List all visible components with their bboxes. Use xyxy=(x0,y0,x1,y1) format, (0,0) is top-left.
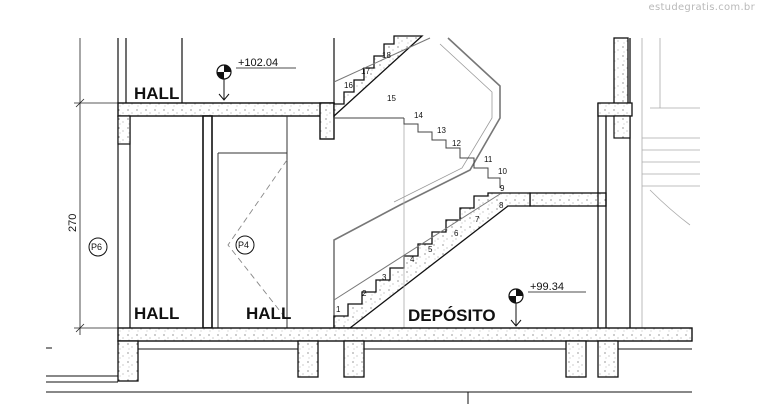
lower-stair-flight xyxy=(333,192,531,329)
handrail-lower xyxy=(333,193,501,301)
step-number: 3 xyxy=(382,273,387,282)
elevation-marker-upper xyxy=(216,64,296,101)
foundation-beam-1 xyxy=(297,340,319,378)
upper-stair-flight xyxy=(333,35,424,118)
intermediate-landing xyxy=(529,192,607,207)
room-label-hall-lower-left: HALL xyxy=(134,304,179,323)
upper-landing-steps xyxy=(403,118,501,188)
foundation-beam-3 xyxy=(565,340,587,378)
right-beam xyxy=(613,115,631,139)
left-wall xyxy=(117,38,183,328)
dimension-label-270: 270 xyxy=(67,214,79,232)
elevation-label-lower: +99.34 xyxy=(530,281,564,293)
handrail-upper xyxy=(333,37,431,83)
step-number: 16 xyxy=(344,81,353,90)
height-dimension xyxy=(74,38,120,335)
elevation-label-upper: +102.04 xyxy=(238,57,278,69)
pillar-tag-p4-circle xyxy=(235,235,255,255)
pillar-tag-p6: P6 xyxy=(91,242,102,252)
slab-beam xyxy=(319,102,335,140)
step-number: 14 xyxy=(414,111,423,120)
step-number: 15 xyxy=(387,94,396,103)
step-number: 17 xyxy=(361,67,370,76)
step-number: 11 xyxy=(484,155,493,164)
elevation-marker-lower xyxy=(508,288,586,327)
step-number: 7 xyxy=(475,215,480,224)
step-number: 13 xyxy=(437,126,446,135)
step-number: 1 xyxy=(336,305,341,314)
left-beam-stub xyxy=(117,115,131,145)
watermark-text: estudegratis.com.br xyxy=(648,2,755,13)
door-swing xyxy=(227,159,288,321)
stair-opening-outline xyxy=(333,37,501,328)
step-number: 8 xyxy=(499,201,504,210)
pillar-tag-p6-circle xyxy=(88,237,108,257)
right-slab xyxy=(597,102,633,117)
foundation-beam-2 xyxy=(343,340,365,378)
step-number: 9 xyxy=(500,184,505,193)
pillar-tag-p4: P4 xyxy=(238,240,249,250)
step-number: 12 xyxy=(452,139,461,148)
room-label-hall-lower-mid: HALL xyxy=(246,304,291,323)
foundation-left xyxy=(117,340,139,382)
room-label-hall-upper: HALL xyxy=(134,84,179,103)
foundation-beam-4 xyxy=(597,340,619,378)
ground-floor-slab xyxy=(117,327,693,342)
step-number: 6 xyxy=(454,229,459,238)
step-number: 4 xyxy=(410,255,415,264)
step-numbers: 1 2 3 4 5 6 7 8 9 10 11 12 13 14 15 16 1… xyxy=(336,51,507,314)
step-number: 2 xyxy=(362,289,367,298)
step-number: 5 xyxy=(428,245,433,254)
far-right-stair-detail xyxy=(641,38,700,328)
lower-slab-lines xyxy=(46,347,692,404)
room-label-deposito: DEPÓSITO xyxy=(408,306,496,325)
upper-floor-slab xyxy=(117,102,335,117)
stair-opening-outline-inner xyxy=(393,43,493,203)
right-wall xyxy=(597,37,631,328)
step-number: 18 xyxy=(382,51,391,60)
step-number: 10 xyxy=(498,167,507,176)
column-wall xyxy=(202,115,213,329)
